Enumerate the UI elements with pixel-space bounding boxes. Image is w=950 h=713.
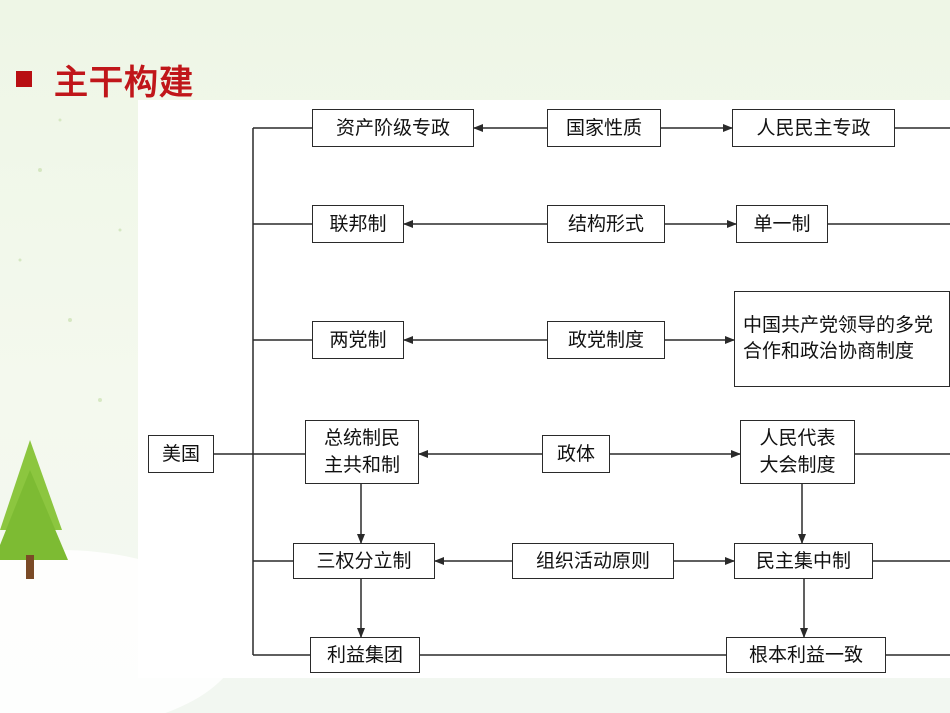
node-category-principle: 组织活动原则 [512, 543, 674, 579]
node-root-usa: 美国 [148, 435, 214, 473]
node-us-structure: 联邦制 [312, 205, 404, 243]
node-us-government: 总统制民主共和制 [305, 420, 419, 484]
node-cn-party: 中国共产党领导的多党合作和政治协商制度 [734, 291, 950, 387]
node-category-party: 政党制度 [547, 321, 665, 359]
node-category-structure: 结构形式 [547, 205, 665, 243]
node-cn-interest: 根本利益一致 [726, 637, 886, 673]
node-category-government: 政体 [542, 435, 610, 473]
node-category-state-nature: 国家性质 [547, 109, 661, 147]
square-bullet-icon [16, 71, 32, 87]
node-cn-structure: 单一制 [736, 205, 828, 243]
section-title: 主干构建 [16, 56, 194, 103]
tree-icon [0, 440, 68, 579]
section-title-text: 主干构建 [54, 62, 194, 103]
node-us-interest: 利益集团 [310, 637, 420, 673]
node-us-state-nature: 资产阶级专政 [312, 109, 474, 147]
node-cn-principle: 民主集中制 [734, 543, 873, 579]
connector-lines [214, 124, 950, 656]
node-us-party: 两党制 [312, 321, 404, 359]
diagram-panel: 美国 资产阶级专政 国家性质 人民民主专政 联邦制 结构形式 单一制 两党制 政… [138, 100, 950, 678]
node-cn-state-nature: 人民民主专政 [732, 109, 895, 147]
node-cn-government: 人民代表大会制度 [740, 420, 855, 484]
node-us-principle: 三权分立制 [293, 543, 435, 579]
